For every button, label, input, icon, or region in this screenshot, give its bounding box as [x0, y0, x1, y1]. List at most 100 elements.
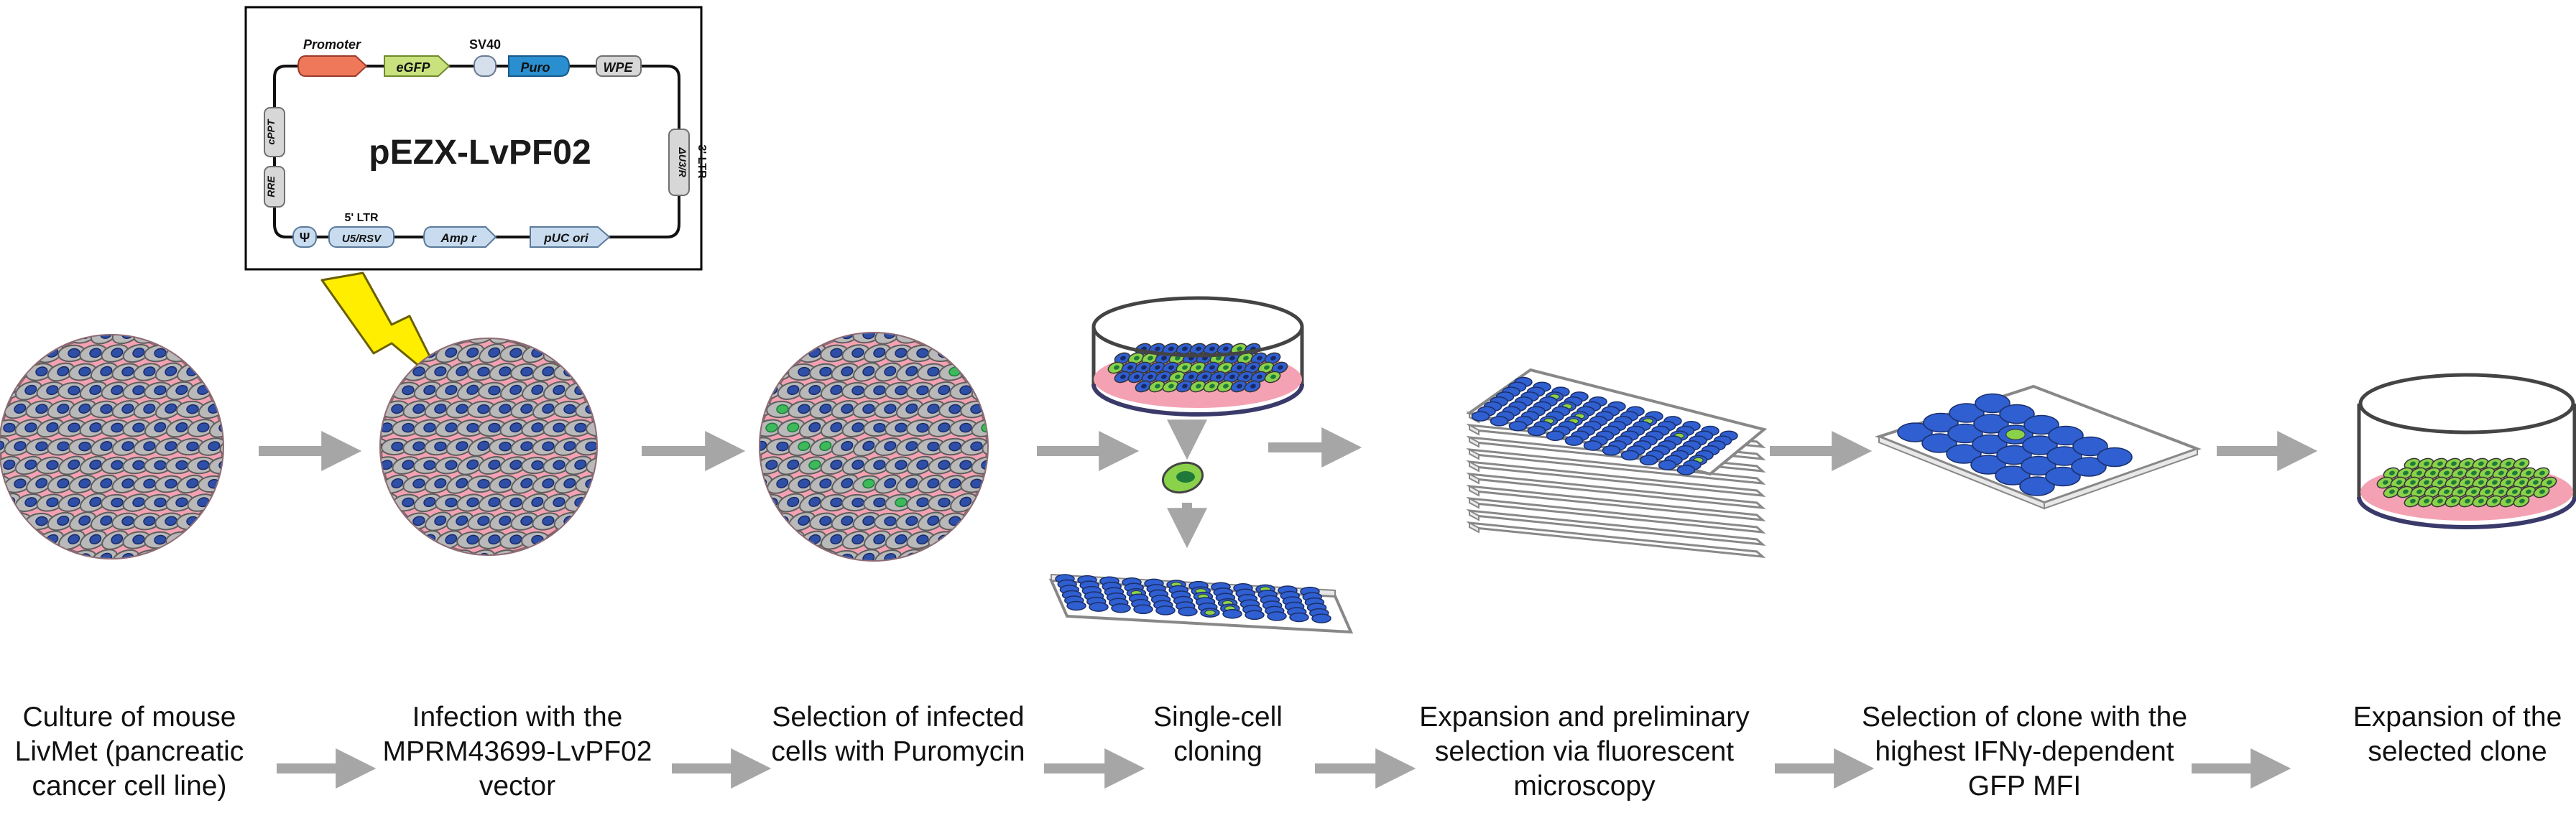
cell — [392, 381, 420, 400]
cell — [446, 511, 474, 531]
five-ltr-label: 5' LTR — [344, 212, 379, 224]
caption-clone-selection: Selection of clone with the highest IFNγ… — [1861, 702, 2188, 802]
cell — [809, 475, 838, 493]
puro-label: Puro — [520, 60, 550, 75]
ampr-element: Amp r — [423, 226, 497, 248]
cell — [885, 493, 913, 512]
culture-dish — [0, 334, 224, 559]
cell — [187, 419, 216, 437]
cell — [111, 437, 140, 456]
cell — [456, 343, 485, 363]
cell — [2424, 486, 2441, 498]
well — [2072, 436, 2108, 457]
cell — [2485, 457, 2503, 470]
cell — [917, 437, 946, 456]
caption-infection: Infection with the MPRM43699-LvPF02 vect… — [382, 702, 652, 802]
sv40-label: SV40 — [469, 37, 501, 52]
cell — [1189, 380, 1206, 393]
cell — [760, 419, 762, 437]
cell — [895, 512, 924, 531]
caption-expansion-prelim: Expansion and preliminary selection via … — [1419, 702, 1750, 802]
cell — [521, 456, 550, 475]
cell — [392, 456, 420, 475]
cell — [101, 530, 129, 550]
cell — [36, 493, 65, 512]
cell — [2465, 467, 2482, 480]
cell — [874, 474, 902, 494]
well — [1289, 612, 1309, 623]
cell — [425, 511, 452, 531]
well — [2048, 425, 2084, 446]
cell — [198, 437, 223, 456]
cell — [1244, 380, 1261, 393]
cell — [510, 512, 539, 531]
cell — [1250, 371, 1268, 384]
cell — [101, 493, 129, 512]
cell — [1217, 380, 1234, 393]
puc-ori-element: pUC ori — [530, 226, 611, 248]
well — [1089, 602, 1109, 612]
cell — [543, 456, 571, 475]
cell — [543, 493, 571, 513]
cell — [90, 400, 119, 419]
well — [1527, 425, 1546, 437]
cell — [1223, 371, 1240, 384]
cell — [80, 530, 107, 550]
cell — [788, 475, 816, 493]
cell — [47, 362, 75, 382]
cell — [14, 493, 43, 512]
well — [1222, 608, 1242, 619]
clone-selection-plate — [1875, 384, 2202, 510]
cell — [777, 381, 805, 400]
cell — [2540, 476, 2557, 489]
cell — [4, 475, 32, 493]
cell — [2465, 486, 2482, 498]
psi-element: Ψ — [292, 226, 317, 248]
picked-cell — [1161, 461, 1204, 494]
well — [1999, 404, 2035, 424]
cell — [2478, 486, 2496, 498]
plate-layer-side — [1469, 436, 1479, 448]
cell — [14, 419, 43, 437]
cell — [1155, 371, 1172, 384]
cell — [1230, 380, 1247, 393]
cell — [1203, 380, 1220, 393]
cell — [510, 400, 539, 419]
lightning-bolt-icon — [320, 271, 447, 389]
cell — [2383, 486, 2400, 498]
cell — [532, 362, 560, 382]
cell — [381, 512, 410, 531]
wpe-label: WPE — [603, 60, 633, 75]
selection-dish — [759, 332, 989, 562]
five-ltr-element: 5' LTR U5/RSV — [328, 212, 394, 248]
well — [2097, 447, 2133, 468]
cell — [2499, 476, 2516, 489]
cell — [14, 531, 43, 549]
well — [1311, 613, 1331, 623]
cell — [478, 456, 507, 475]
cell — [982, 475, 987, 493]
promoter-label: Promoter — [303, 37, 361, 52]
cell — [2445, 476, 2462, 489]
single-cell-well-plate — [1048, 573, 1354, 634]
well — [2071, 457, 2107, 477]
cell — [2492, 486, 2509, 498]
caption-expansion-final: Expansion of the selected clone — [2353, 702, 2562, 767]
plate-layer-side — [1469, 424, 1479, 436]
well — [2023, 414, 2059, 435]
cell — [165, 381, 194, 401]
well — [2019, 476, 2055, 496]
cell — [80, 493, 107, 513]
cell — [917, 400, 946, 419]
cell — [2506, 467, 2523, 480]
cell — [2437, 486, 2455, 498]
cell — [144, 418, 172, 438]
cell — [413, 419, 442, 437]
cell — [1127, 371, 1145, 384]
cell — [2404, 495, 2421, 508]
cell — [25, 363, 54, 381]
cell — [69, 511, 96, 531]
single-cell-petri-dish — [1091, 296, 1304, 417]
cell — [841, 381, 870, 400]
plate-layer-side — [1469, 460, 1479, 473]
